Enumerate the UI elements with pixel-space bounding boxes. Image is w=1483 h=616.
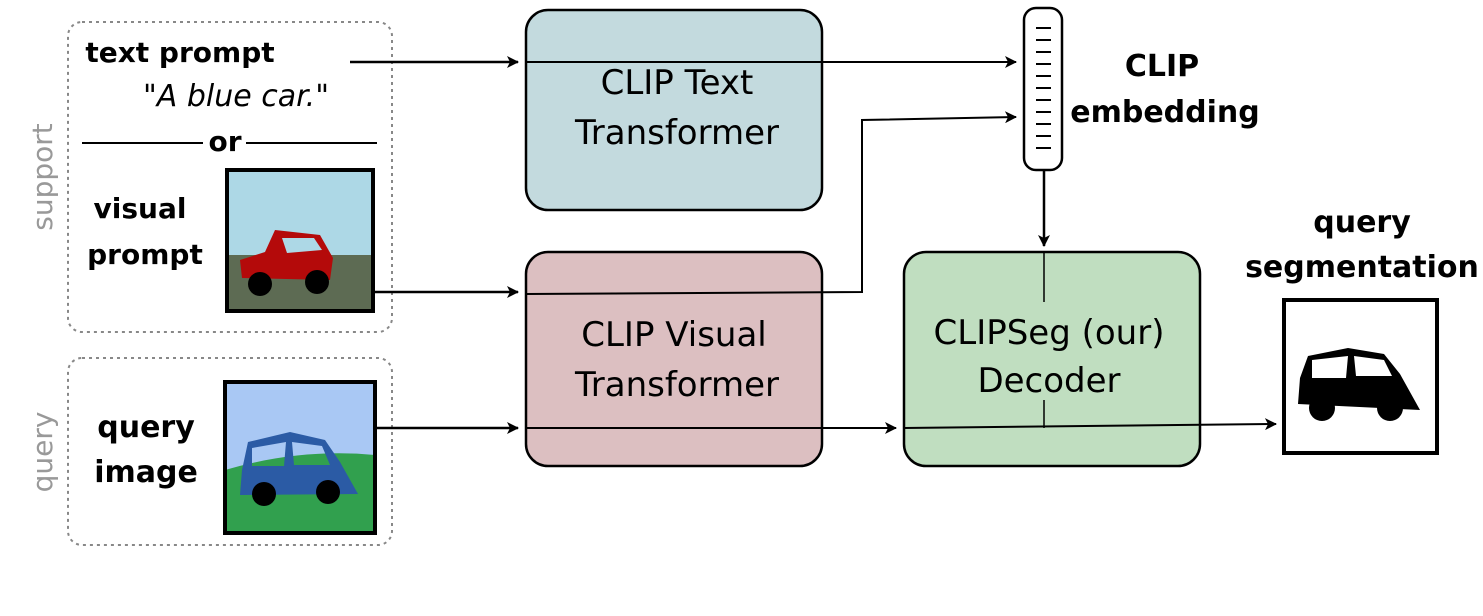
clip-embedding-label-line1: CLIP — [1125, 49, 1199, 84]
arrow-visual-transformer-to-embedding — [525, 111, 1017, 295]
query-group-box — [67, 357, 393, 546]
clip-visual-transformer-label-line1: CLIP Visual — [581, 315, 767, 355]
text-prompt-example: "A blue car." — [143, 79, 329, 114]
clipseg-decoder-label-line1: CLIPSeg (our) — [934, 313, 1165, 353]
or-label: or — [208, 125, 241, 158]
clip-visual-transformer-block — [524, 250, 824, 468]
clip-embedding-vector — [1022, 6, 1064, 172]
query-segmentation-image — [1282, 298, 1439, 455]
clip-text-transformer-block — [524, 8, 824, 212]
blue-car-icon — [240, 432, 358, 495]
clip-text-transformer-label-line2: Transformer — [574, 113, 779, 153]
clipseg-decoder-label-line2: Decoder — [977, 361, 1120, 401]
support-side-label: support — [26, 123, 59, 231]
clip-embedding-label-line2: embedding — [1070, 95, 1260, 130]
red-car-icon — [240, 230, 333, 280]
text-prompt-label: text prompt — [85, 36, 274, 69]
query-side-label: query — [26, 412, 59, 493]
support-group-box — [67, 21, 393, 333]
visual-prompt-label-line1: visual — [94, 192, 187, 225]
arrow-decoder-to-segmentation — [903, 418, 1277, 431]
segmented-car-icon — [1298, 348, 1420, 410]
query-segmentation-label-line1: query — [1313, 205, 1411, 240]
clip-text-transformer-label-line1: CLIP Text — [601, 63, 754, 103]
visual-prompt-image — [225, 168, 375, 313]
query-image — [223, 380, 377, 535]
query-image-label-line2: image — [94, 455, 198, 490]
clip-visual-transformer-label-line2: Transformer — [574, 365, 779, 405]
clipseg-decoder-block — [902, 250, 1202, 468]
query-segmentation-label-line2: segmentation — [1245, 250, 1479, 285]
visual-prompt-label-line2: prompt — [87, 238, 203, 271]
query-image-label-line1: query — [97, 410, 195, 445]
